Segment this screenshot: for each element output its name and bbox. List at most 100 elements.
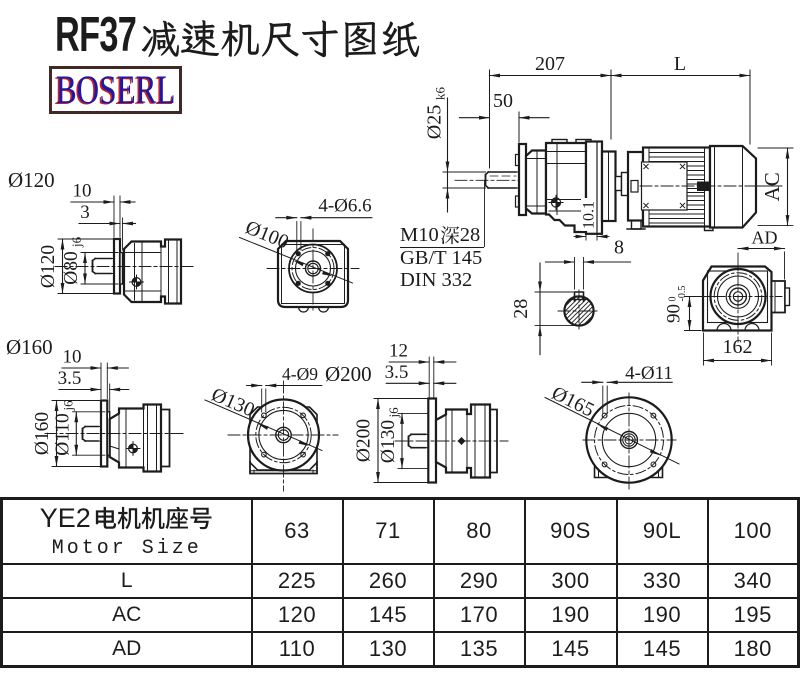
size-table: YE2电机机座号Motor Size63718090S90L100L225260…	[0, 497, 800, 668]
table-header-motor-size: YE2电机机座号Motor Size	[0, 497, 253, 565]
view-shaft-section: 8 28	[510, 237, 632, 356]
dim-rear-height: 900-0.5	[664, 286, 689, 323]
dim-label: 4-Ø6.6	[318, 196, 371, 217]
dim-ring: 10.1	[581, 201, 598, 229]
page-title: RF37 减速机尺寸图纸	[55, 8, 420, 62]
table-cell: 225	[250, 562, 344, 600]
dim-label: L	[674, 53, 686, 75]
dim-label: 50	[493, 90, 513, 112]
dim-label: 28	[510, 299, 532, 319]
dim-label: AC	[760, 172, 784, 201]
dim-label: Ø200	[354, 419, 375, 462]
table-cell: 170	[432, 597, 526, 634]
dim-label: j6	[69, 236, 84, 248]
dim-ac: AC	[760, 172, 784, 201]
table-cell: 180	[706, 631, 800, 668]
table-cell: 190	[615, 597, 709, 634]
table-row-label: AC	[0, 597, 253, 634]
view-flange-round-130: 4-Ø9 Ø130	[204, 364, 339, 492]
dim-key-height: 28	[510, 299, 532, 319]
table-cell: 110	[250, 631, 344, 668]
table-header-latin-line: Motor Size	[51, 536, 202, 560]
table-row-label: AD	[0, 631, 253, 668]
boserl-logo: BOSERL	[49, 66, 182, 114]
thread-note-28: 28	[459, 224, 481, 247]
dim-label: -0.5	[677, 286, 688, 302]
dim-label: 4-Ø11	[625, 363, 673, 384]
dim-label: 8	[614, 237, 624, 259]
title-latin: RF37	[55, 8, 137, 62]
dim-f160-od: Ø160	[32, 412, 53, 455]
view-flange-round-165: 4-Ø11 Ø165	[544, 363, 680, 490]
table-cell: 145	[523, 631, 618, 668]
dim-label: Ø160	[32, 412, 53, 455]
dim-label: Ø130	[208, 384, 258, 422]
table-cell: 300	[523, 562, 618, 600]
dim-label: Ø165	[548, 382, 598, 421]
boserl-logo-text: BOSERL	[55, 67, 176, 112]
table-cell: 145	[341, 597, 435, 634]
table-cell: 195	[706, 597, 800, 634]
table-header-cjk-glyphs	[95, 507, 212, 530]
dim-label: j6	[60, 400, 75, 412]
dim-label: 207	[535, 53, 565, 75]
table-column-header: 71	[341, 497, 435, 565]
dim-label: 10	[73, 181, 92, 202]
label-view-200: Ø200	[325, 362, 372, 386]
dim-label: 3	[80, 202, 90, 223]
table-cell: 260	[341, 562, 435, 600]
table-cell: 135	[432, 631, 526, 668]
dim-f130-bc: Ø130	[208, 384, 258, 422]
table-cell: 340	[706, 562, 800, 600]
table-cell: 290	[432, 562, 526, 600]
table-header-prefix: YE2	[39, 502, 91, 533]
dim-label: Ø80	[61, 251, 82, 285]
dim-label: 10.1	[581, 201, 598, 229]
dim-label: 10	[63, 347, 82, 368]
table-cell: 120	[250, 597, 344, 634]
table-column-header: 80	[432, 497, 526, 565]
note-shen-glyph	[440, 226, 459, 245]
label-view-160: Ø160	[6, 335, 53, 359]
dim-label: 0	[668, 297, 679, 302]
dim-label: 162	[723, 336, 753, 358]
label-view-120: Ø120	[8, 168, 55, 192]
view-rear: AD 900-0.5 162	[664, 228, 791, 366]
title-cjk-glyphs	[141, 20, 420, 58]
dim-label: Ø120	[38, 245, 59, 288]
thread-note: M10 深 28 GB/T 145 DIN 332	[400, 224, 485, 292]
dim-f165-bc: Ø165	[548, 382, 598, 421]
dim-label: Ø130	[378, 420, 399, 463]
dim-label: j6	[386, 407, 401, 419]
dim-label: 3.5	[385, 362, 409, 383]
table-cell: 130	[341, 631, 435, 668]
table-header-cjk-line: YE2电机机座号	[3, 503, 251, 534]
thread-note-line1: M10 深 28	[400, 224, 485, 248]
dim-label: 12	[389, 341, 408, 362]
dim-label: 3.5	[58, 368, 82, 389]
table-cell: 190	[523, 597, 618, 634]
dim-f120-od: Ø120	[38, 245, 59, 288]
view-flange-square-100: 4-Ø6.6 Ø100	[238, 196, 373, 313]
dim-label: AD	[752, 228, 778, 248]
table-column-header: 90S	[523, 497, 618, 565]
thread-note-m10: M10	[400, 224, 439, 247]
table-column-header: 90L	[615, 497, 709, 565]
dim-f100-bc: Ø100	[242, 216, 291, 253]
dim-label: Ø110	[52, 413, 73, 456]
dim-label: Ø25	[424, 105, 446, 139]
